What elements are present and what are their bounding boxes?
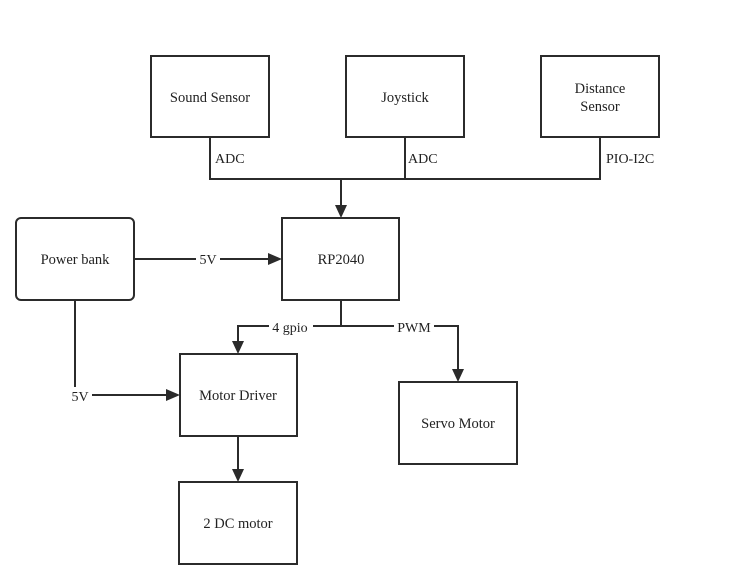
arrowhead-into-dc-motor [232,469,244,482]
joystick-block: Joystick [345,55,465,138]
arrowhead-into-rp2040-left [268,253,282,265]
joystick-wire [341,137,406,180]
distance-sensor-pio-i2c-label: PIO-I2C [606,152,654,167]
power-bank-label: Power bank [41,252,111,268]
sound-sensor-block: Sound Sensor [150,55,270,138]
dc-motor-label: 2 DC motor [203,516,272,532]
gpio-label: 4 gpio [272,321,307,336]
arrowhead-into-motor-driver-top [232,341,244,354]
connection-wires [74,137,601,471]
rp2040-block: RP2040 [281,217,400,301]
arrowhead-into-rp2040-top [335,205,347,218]
power-bank-block: Power bank [15,217,135,301]
arrowhead-into-servo-motor [452,369,464,382]
arrowhead-into-motor-driver-left [166,389,180,401]
servo-motor-label: Servo Motor [421,416,495,432]
pwm-label: PWM [397,321,431,336]
motor-driver-label: Motor Driver [199,388,277,404]
servo-motor-block: Servo Motor [398,381,518,465]
power-to-motor-driver-5v-label: 5V [71,390,88,405]
sound-sensor-wire [209,137,341,180]
joystick-adc-label: ADC [408,152,438,167]
arrowheads [166,205,464,482]
distance-sensor-label-line1: Distance [575,81,626,97]
connection-labels: ADC ADC PIO-I2C 5V 5V 4 gpio PWM [68,152,654,405]
distance-sensor-wire [405,137,601,180]
distance-sensor-block: Distance Sensor [540,55,660,138]
sound-sensor-label: Sound Sensor [170,90,250,106]
power-to-motor-driver-wire [74,300,169,396]
rp2040-label: RP2040 [318,252,365,268]
dc-motor-block: 2 DC motor [178,481,298,565]
distance-sensor-label-line2: Sensor [580,99,620,115]
sound-sensor-adc-label: ADC [215,152,245,167]
joystick-label: Joystick [381,90,429,106]
power-to-rp2040-5v-label: 5V [199,253,216,268]
rp2040-to-servo-wire [341,325,459,371]
motor-driver-block: Motor Driver [179,353,298,437]
